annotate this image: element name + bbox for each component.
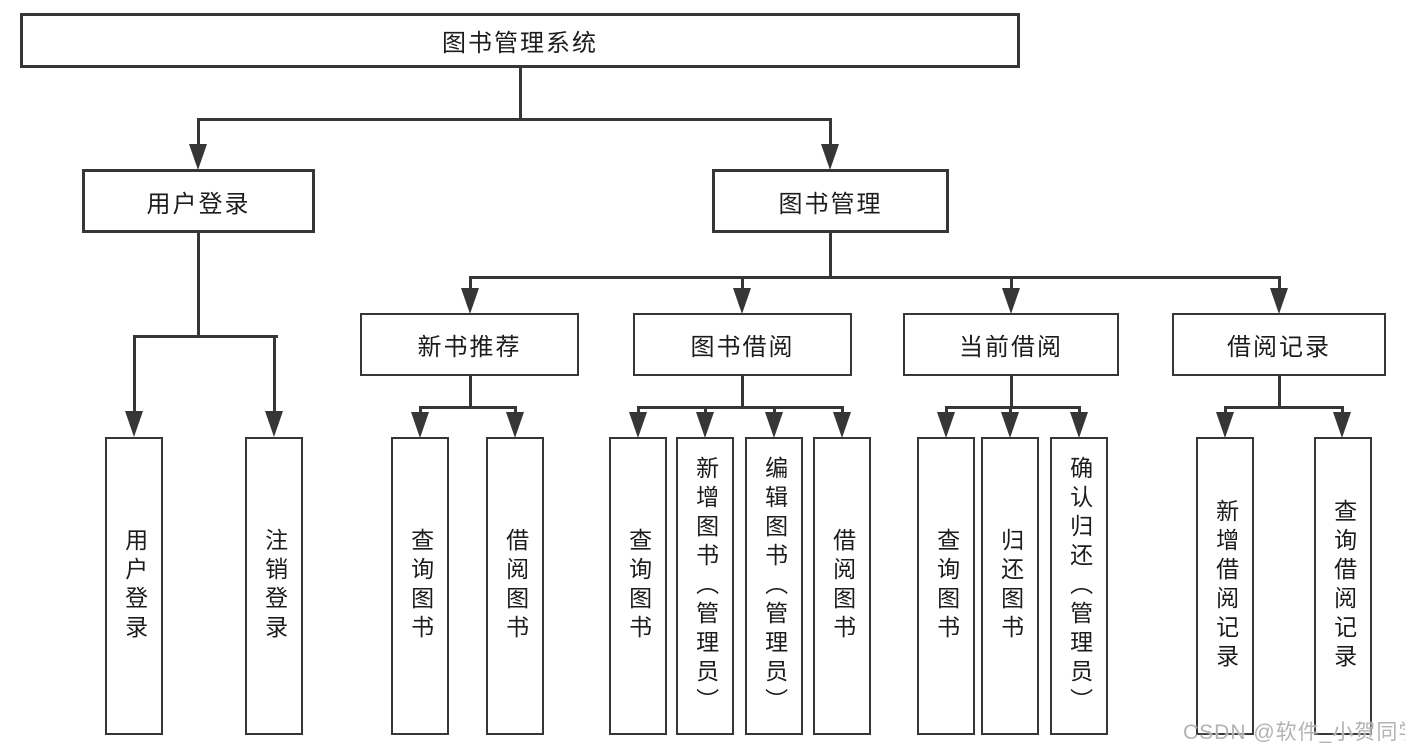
leaf-query-books-recommend: 查询图书 bbox=[391, 437, 449, 735]
connector-line bbox=[133, 335, 136, 413]
leaf-label: 编辑图书（管理员） bbox=[761, 455, 788, 717]
node-book-management: 图书管理 bbox=[712, 169, 949, 233]
node-label: 借阅记录 bbox=[1227, 334, 1331, 361]
leaf-borrow-books: 借阅图书 bbox=[813, 437, 871, 735]
connector-line bbox=[419, 406, 516, 409]
connector-line bbox=[273, 335, 276, 413]
arrow-down-icon bbox=[189, 144, 207, 170]
connector-line bbox=[841, 406, 844, 415]
leaf-confirm-return-admin: 确认归还（管理员） bbox=[1050, 437, 1108, 735]
leaf-query-books-borrow: 查询图书 bbox=[609, 437, 667, 735]
node-label: 当前借阅 bbox=[959, 334, 1063, 361]
leaf-label: 查询图书 bbox=[933, 528, 960, 644]
node-new-book-recommend: 新书推荐 bbox=[360, 313, 579, 376]
leaf-label: 查询借阅记录 bbox=[1330, 499, 1357, 673]
arrow-down-icon bbox=[1002, 288, 1020, 314]
arrow-down-icon bbox=[1333, 412, 1351, 438]
leaf-label: 注销登录 bbox=[261, 528, 288, 644]
connector-line bbox=[945, 406, 1080, 409]
connector-line bbox=[1010, 276, 1013, 290]
watermark: CSDN @软件_小贺同学 bbox=[1183, 721, 1405, 744]
connector-line bbox=[1278, 376, 1281, 408]
connector-line bbox=[419, 406, 422, 415]
arrow-down-icon bbox=[833, 412, 851, 438]
connector-line bbox=[519, 67, 522, 119]
leaf-logout: 注销登录 bbox=[245, 437, 303, 735]
node-user-login: 用户登录 bbox=[82, 169, 315, 233]
connector-line bbox=[469, 276, 472, 290]
leaf-borrow-books-recommend: 借阅图书 bbox=[486, 437, 544, 735]
connector-line bbox=[1010, 376, 1013, 408]
leaf-query-borrow-record: 查询借阅记录 bbox=[1314, 437, 1372, 735]
leaf-add-books-admin: 新增图书（管理员） bbox=[676, 437, 734, 735]
node-root-system: 图书管理系统 bbox=[20, 13, 1020, 68]
leaf-user-login: 用户登录 bbox=[105, 437, 163, 735]
arrow-down-icon bbox=[265, 411, 283, 437]
connector-line bbox=[637, 406, 640, 415]
leaf-label: 归还图书 bbox=[997, 528, 1024, 644]
arrow-down-icon bbox=[696, 412, 714, 438]
leaf-label: 借阅图书 bbox=[829, 528, 856, 644]
connector-line bbox=[1278, 276, 1281, 290]
connector-line bbox=[514, 406, 517, 415]
connector-line bbox=[1078, 406, 1081, 415]
node-current-borrow: 当前借阅 bbox=[903, 313, 1119, 376]
leaf-label: 新增图书（管理员） bbox=[692, 455, 719, 717]
arrow-down-icon bbox=[733, 288, 751, 314]
arrow-down-icon bbox=[937, 412, 955, 438]
arrow-down-icon bbox=[629, 412, 647, 438]
leaf-return-books: 归还图书 bbox=[981, 437, 1039, 735]
node-label: 图书管理 bbox=[778, 190, 883, 218]
connector-line bbox=[197, 118, 832, 121]
node-label: 新书推荐 bbox=[417, 334, 522, 361]
connector-line bbox=[1224, 406, 1227, 415]
node-label: 图书管理系统 bbox=[442, 30, 598, 57]
connector-line bbox=[829, 233, 832, 278]
arrow-down-icon bbox=[821, 144, 839, 170]
leaf-query-books-current: 查询图书 bbox=[917, 437, 975, 735]
connector-line bbox=[1341, 406, 1344, 415]
arrow-down-icon bbox=[506, 412, 524, 438]
leaf-label: 查询图书 bbox=[625, 528, 652, 644]
arrow-down-icon bbox=[1070, 412, 1088, 438]
leaf-label: 借阅图书 bbox=[502, 528, 529, 644]
connector-line bbox=[741, 276, 744, 290]
connector-line bbox=[637, 406, 843, 409]
connector-line bbox=[197, 233, 200, 338]
connector-line bbox=[469, 276, 1281, 279]
connector-line bbox=[197, 118, 200, 146]
node-borrow-records: 借阅记录 bbox=[1172, 313, 1386, 376]
arrow-down-icon bbox=[1216, 412, 1234, 438]
arrow-down-icon bbox=[765, 412, 783, 438]
connector-line bbox=[133, 335, 278, 338]
leaf-label: 新增借阅记录 bbox=[1212, 499, 1239, 673]
arrow-down-icon bbox=[1270, 288, 1288, 314]
connector-line bbox=[1009, 406, 1012, 415]
connector-line bbox=[945, 406, 948, 415]
node-label: 用户登录 bbox=[146, 190, 251, 218]
leaf-edit-books-admin: 编辑图书（管理员） bbox=[745, 437, 803, 735]
arrow-down-icon bbox=[125, 411, 143, 437]
leaf-label: 确认归还（管理员） bbox=[1066, 455, 1093, 717]
connector-line bbox=[1224, 406, 1344, 409]
leaf-label: 查询图书 bbox=[407, 528, 434, 644]
connector-line bbox=[773, 406, 776, 415]
arrow-down-icon bbox=[461, 288, 479, 314]
node-book-borrow: 图书借阅 bbox=[633, 313, 852, 376]
connector-line bbox=[469, 376, 472, 408]
connector-line bbox=[704, 406, 707, 415]
connector-line bbox=[829, 118, 832, 146]
connector-line bbox=[741, 376, 744, 408]
arrow-down-icon bbox=[1001, 412, 1019, 438]
leaf-add-borrow-record: 新增借阅记录 bbox=[1196, 437, 1254, 735]
leaf-label: 用户登录 bbox=[121, 528, 148, 644]
node-label: 图书借阅 bbox=[690, 334, 795, 361]
arrow-down-icon bbox=[411, 412, 429, 438]
